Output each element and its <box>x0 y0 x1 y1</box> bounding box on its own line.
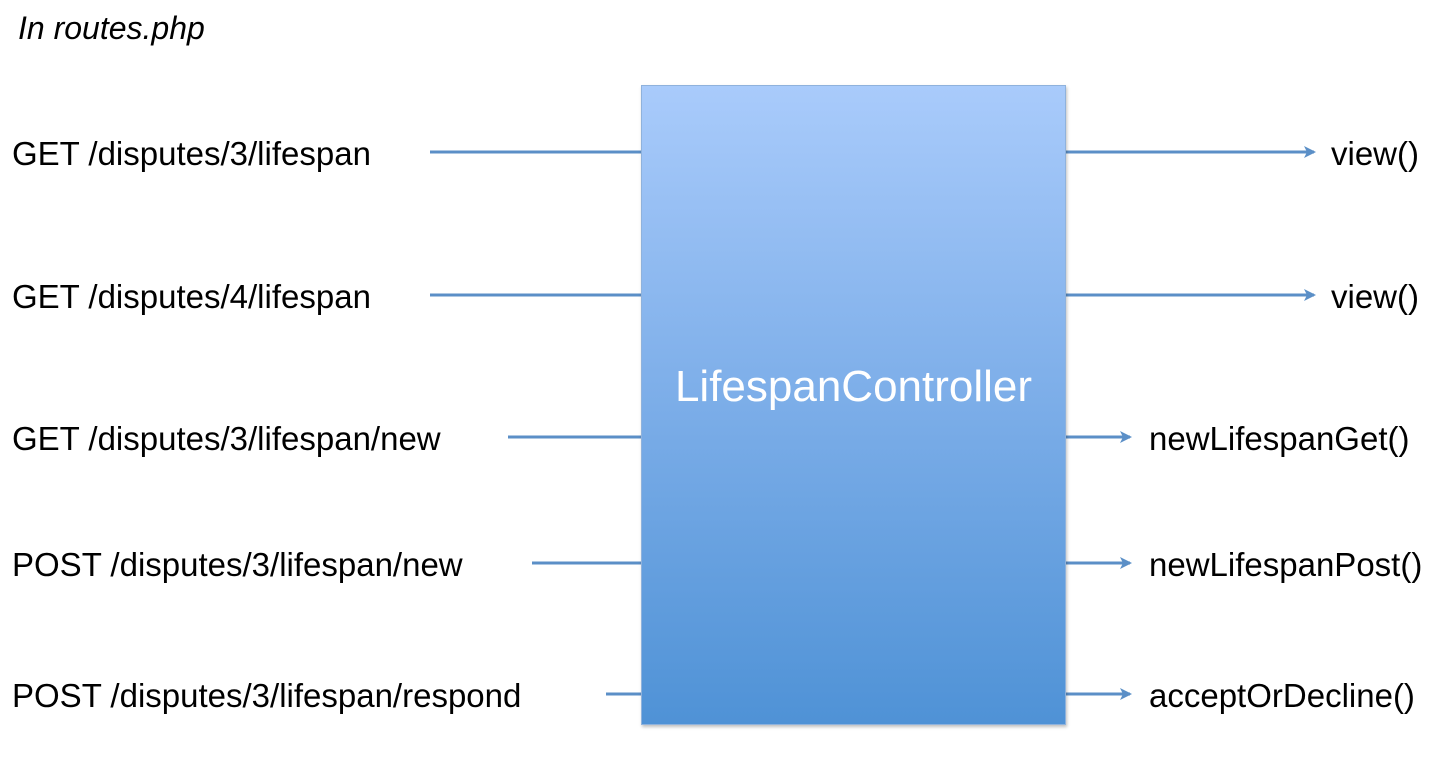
method-label: newLifespanPost() <box>1149 546 1423 583</box>
route-label: GET /disputes/3/lifespan/new <box>12 420 441 457</box>
method-label: newLifespanGet() <box>1149 420 1410 457</box>
method-label: acceptOrDecline() <box>1149 677 1415 714</box>
controller-label: LifespanController <box>674 362 1033 411</box>
method-label: view() <box>1331 278 1419 315</box>
method-label: view() <box>1331 135 1419 172</box>
route-label: POST /disputes/3/lifespan/respond <box>12 677 522 714</box>
lifespan-controller-box: LifespanController <box>641 85 1066 725</box>
route-label: GET /disputes/3/lifespan <box>12 135 371 172</box>
route-label: GET /disputes/4/lifespan <box>12 278 371 315</box>
route-label: POST /disputes/3/lifespan/new <box>12 546 463 583</box>
file-caption: In routes.php <box>18 10 205 46</box>
